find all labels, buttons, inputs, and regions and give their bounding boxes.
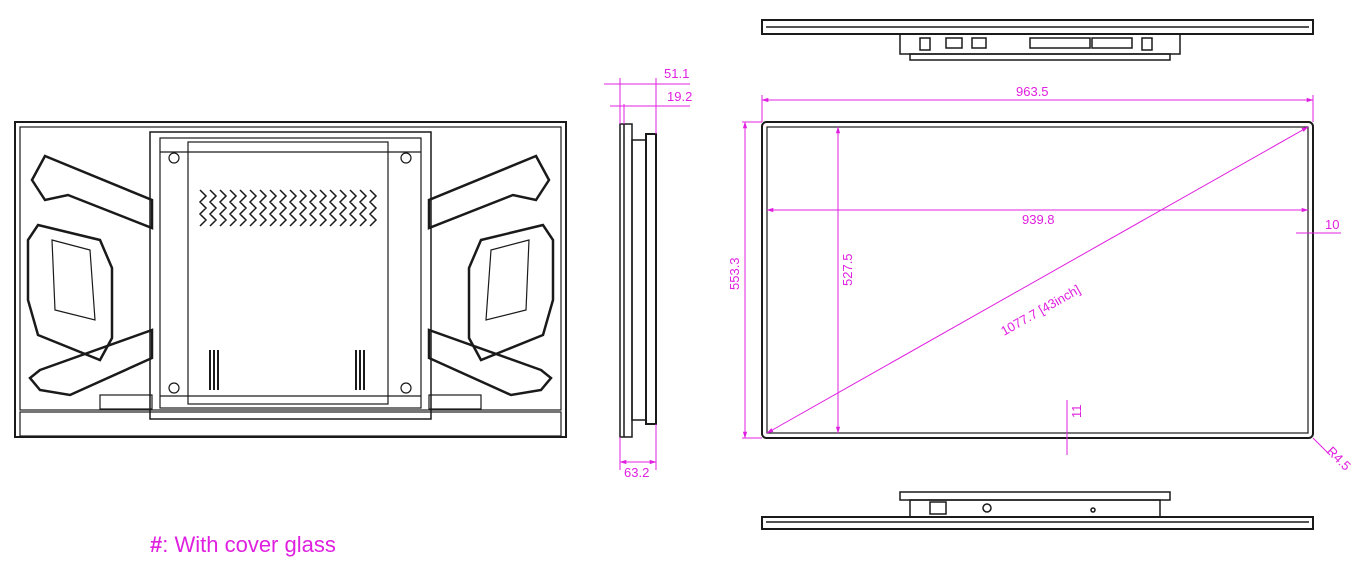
top-view [761,19,1314,61]
dim-bottom-bezel: 11 [1069,405,1084,419]
dim-diagonal: 1077.7 [43inch] [998,282,1083,339]
dim-right-bezel: 10 [1325,217,1339,232]
note-marker: # [150,532,163,557]
bottom-view [761,491,1314,530]
dim-depth-panel: 19.2 [667,89,692,104]
dim-overall-width: 963.5 [1016,84,1049,99]
dim-depth-total: 51.1 [664,66,689,81]
dim-overall-height: 553.3 [727,257,742,290]
dim-corner-radius: R4.5 [1324,444,1354,474]
side-view [619,123,657,438]
dimension-lines [604,78,1341,470]
note-text: : With cover glass [162,532,336,557]
rear-view [14,121,567,438]
dim-active-width: 939.8 [1022,212,1055,227]
cover-glass-note: #: With cover glass [150,532,336,558]
dim-active-height: 527.5 [840,253,855,286]
dim-depth-bottom: 63.2 [624,465,649,480]
